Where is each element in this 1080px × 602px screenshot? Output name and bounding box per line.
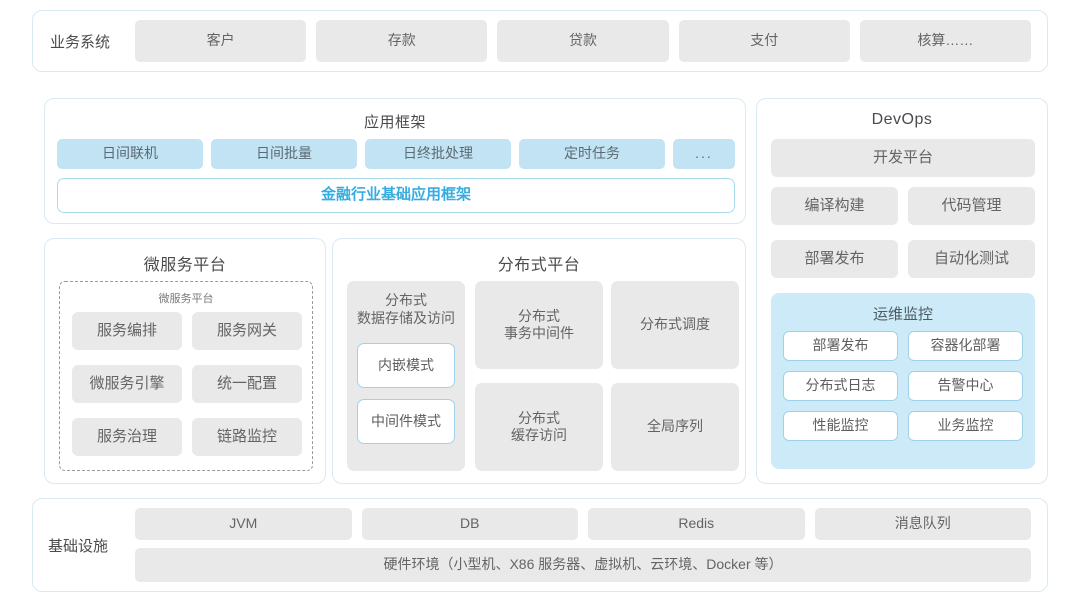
microservice-item-service-gateway[interactable]: 服务网关 (192, 312, 302, 350)
distributed-mode-embedded[interactable]: 内嵌模式 (357, 343, 455, 388)
business-item-accounting[interactable]: 核算…… (859, 20, 1032, 62)
microservice-item-trace-monitoring[interactable]: 链路监控 (192, 418, 302, 456)
business-item-loan[interactable]: 贷款 (497, 20, 669, 62)
ops-monitoring-row-3: 性能监控 业务监控 (783, 411, 1023, 441)
business-systems-row: 客户 存款 贷款 支付 核算…… (135, 20, 1032, 62)
distributed-platform-panel: 分布式平台 分布式 数据存储及访问 内嵌模式 中间件模式 分布式 事务中间件 分… (332, 238, 746, 484)
microservice-platform-panel: 微服务平台 微服务平台 服务编排 服务网关 微服务引擎 统一配置 服务治理 链路… (44, 238, 326, 484)
app-framework-title: 应用框架 (363, 114, 426, 131)
devops-panel: DevOps 开发平台 编译构建 代码管理 部署发布 自动化测试 运维监控 部署… (756, 98, 1048, 484)
distributed-item-scheduling[interactable]: 分布式调度 (611, 281, 739, 369)
dist-cell-2-line1: 分布式 (518, 409, 560, 426)
distributed-item-transaction-middleware[interactable]: 分布式 事务中间件 (475, 281, 603, 369)
devops-title: DevOps (871, 111, 933, 128)
ops-monitoring-row-1: 部署发布 容器化部署 (783, 331, 1023, 361)
distributed-data-storage-title-line2: 数据存储及访问 (357, 310, 455, 327)
microservice-item-service-orchestration[interactable]: 服务编排 (72, 312, 182, 350)
infra-item-hardware-environment[interactable]: 硬件环境（小型机、X86 服务器、虚拟机、云环境、Docker 等） (135, 548, 1031, 582)
ops-item-business-monitoring[interactable]: 业务监控 (908, 411, 1023, 441)
distributed-item-global-sequence[interactable]: 全局序列 (611, 383, 739, 471)
microservice-inner-dashed-box: 微服务平台 服务编排 服务网关 微服务引擎 统一配置 服务治理 链路监控 (59, 281, 313, 471)
infra-item-db[interactable]: DB (361, 508, 578, 540)
devops-item-automated-testing[interactable]: 自动化测试 (908, 240, 1035, 278)
business-item-deposit[interactable]: 存款 (316, 20, 488, 62)
infra-item-message-queue[interactable]: 消息队列 (814, 508, 1031, 540)
business-systems-label: 业务系统 (50, 33, 111, 51)
ops-item-deploy-release[interactable]: 部署发布 (783, 331, 898, 361)
distributed-data-storage-title-line1: 分布式 (385, 292, 427, 308)
ops-monitoring-row-2: 分布式日志 告警中心 (783, 371, 1023, 401)
ops-item-distributed-logging[interactable]: 分布式日志 (783, 371, 898, 401)
app-framework-items-row: 日间联机 日间批量 日终批处理 定时任务 ... (57, 139, 735, 169)
microservice-inner-title: 微服务平台 (158, 293, 214, 305)
microservice-item-unified-config[interactable]: 统一配置 (192, 365, 302, 403)
app-framework-item-scheduled-task[interactable]: 定时任务 (519, 139, 665, 169)
ops-item-containerized-deploy[interactable]: 容器化部署 (908, 331, 1023, 361)
distributed-mode-middleware[interactable]: 中间件模式 (357, 399, 455, 444)
microservice-platform-title: 微服务平台 (143, 257, 227, 274)
microservice-row-2: 微服务引擎 统一配置 (72, 365, 302, 403)
dist-cell-0-line1: 分布式 (518, 307, 560, 324)
microservice-item-microservice-engine[interactable]: 微服务引擎 (72, 365, 182, 403)
business-item-customer[interactable]: 客户 (135, 20, 307, 62)
ops-monitoring-panel: 运维监控 部署发布 容器化部署 分布式日志 告警中心 性能监控 业务监控 (771, 293, 1035, 469)
dist-cell-3-line1: 全局序列 (647, 418, 703, 435)
business-item-payment[interactable]: 支付 (678, 20, 850, 62)
distributed-platform-title: 分布式平台 (497, 257, 581, 274)
finance-base-framework-banner[interactable]: 金融行业基础应用框架 (57, 178, 735, 213)
devops-item-dev-platform[interactable]: 开发平台 (771, 139, 1035, 177)
infrastructure-label: 基础设施 (48, 537, 109, 555)
ops-monitoring-title: 运维监控 (872, 306, 933, 323)
microservice-item-service-governance[interactable]: 服务治理 (72, 418, 182, 456)
app-framework-item-more[interactable]: ... (673, 139, 735, 169)
app-framework-item-daytime-online[interactable]: 日间联机 (57, 139, 203, 169)
devops-item-deploy-release[interactable]: 部署发布 (771, 240, 898, 278)
dist-cell-1-line1: 分布式调度 (640, 316, 710, 333)
distributed-item-cache-access[interactable]: 分布式 缓存访问 (475, 383, 603, 471)
microservice-row-3: 服务治理 链路监控 (72, 418, 302, 456)
dist-cell-0-line2: 事务中间件 (504, 325, 574, 341)
ops-item-alert-center[interactable]: 告警中心 (908, 371, 1023, 401)
distributed-data-storage-group: 分布式 数据存储及访问 内嵌模式 中间件模式 (347, 281, 465, 471)
infra-item-jvm[interactable]: JVM (135, 508, 352, 540)
dist-cell-2-line2: 缓存访问 (511, 427, 567, 443)
infra-item-redis[interactable]: Redis (588, 508, 805, 540)
microservice-row-1: 服务编排 服务网关 (72, 312, 302, 350)
devops-item-code-management[interactable]: 代码管理 (908, 187, 1035, 225)
distributed-data-storage-title: 分布式 数据存储及访问 (347, 291, 465, 327)
infrastructure-row: JVM DB Redis 消息队列 (135, 508, 1031, 540)
devops-row-1: 编译构建 代码管理 (771, 187, 1035, 225)
app-framework-item-daytime-batch[interactable]: 日间批量 (211, 139, 357, 169)
app-framework-panel: 应用框架 日间联机 日间批量 日终批处理 定时任务 ... 金融行业基础应用框架 (44, 98, 746, 224)
devops-item-compile-build[interactable]: 编译构建 (771, 187, 898, 225)
app-framework-item-eod-batch[interactable]: 日终批处理 (365, 139, 511, 169)
ops-item-performance-monitoring[interactable]: 性能监控 (783, 411, 898, 441)
devops-row-2: 部署发布 自动化测试 (771, 240, 1035, 278)
